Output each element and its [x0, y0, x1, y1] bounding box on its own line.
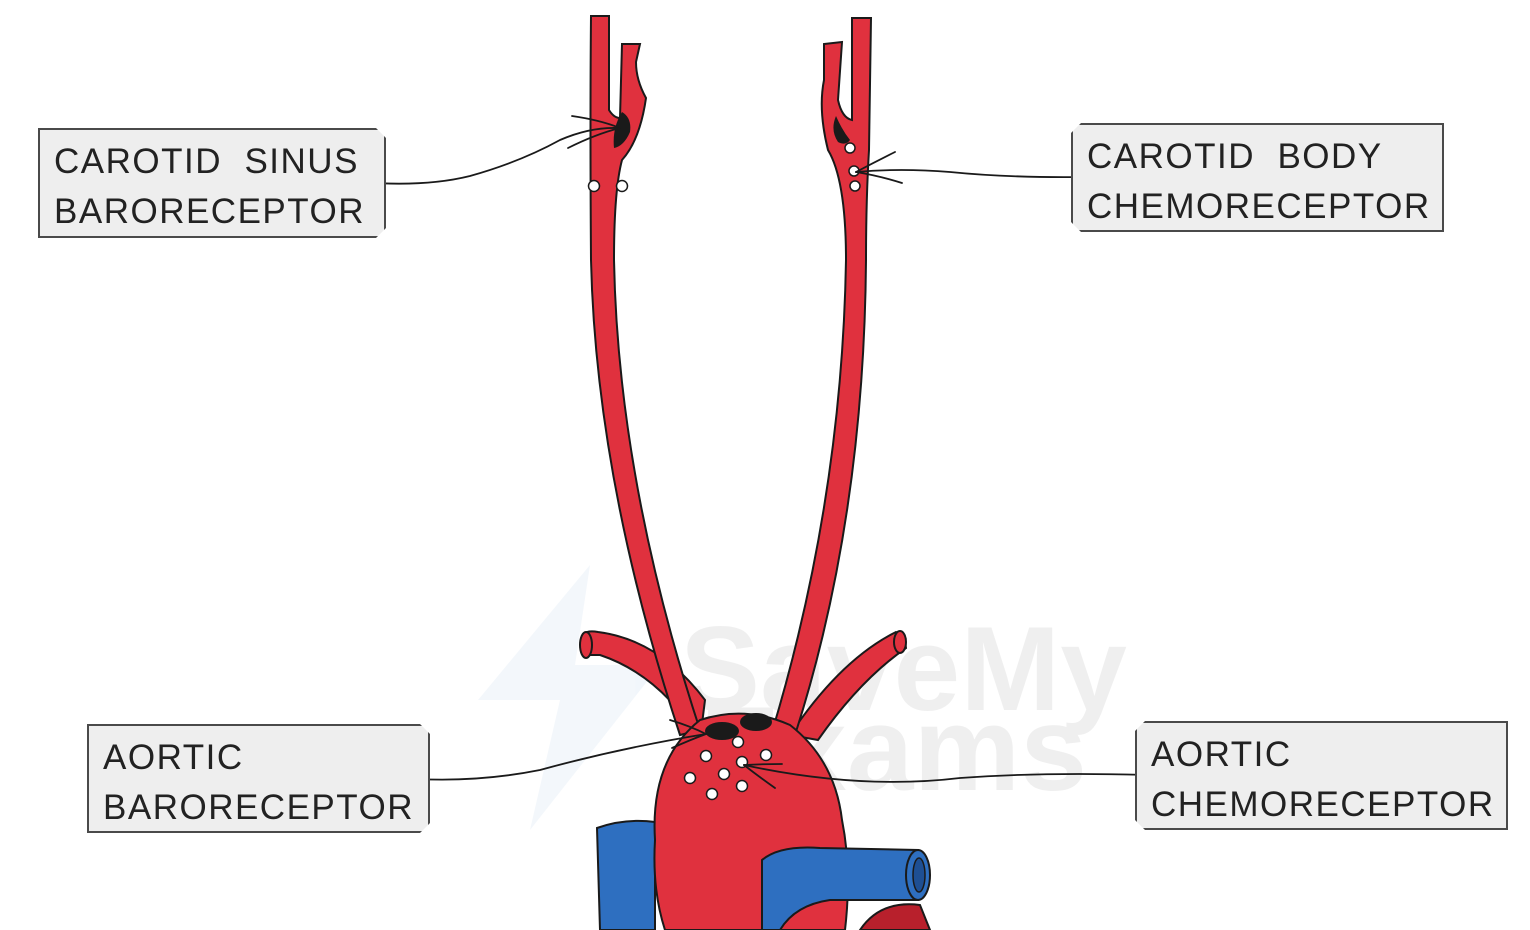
aortic-dot-2 [699, 749, 713, 763]
aortic-dot-4 [717, 767, 731, 781]
aortic-dot-7 [735, 779, 749, 793]
aortic-chemoreceptor-label: AORTIC CHEMORECEPTOR [1135, 721, 1508, 830]
aortic-chemoreceptor-label-line2: CHEMORECEPTOR [1151, 785, 1495, 824]
pulmonary-vein-lumen [912, 857, 926, 893]
aortic-dot-6 [683, 771, 697, 785]
chemoreceptors [587, 142, 861, 801]
aortic-baroreceptor-right [740, 713, 772, 731]
carotid-sinus-nerve-1 [571, 115, 621, 129]
superior-vena-cava [595, 819, 656, 930]
carotid-body-nerve-1 [855, 151, 896, 173]
aortic-baroreceptor-left [705, 722, 739, 740]
carotid-sinus-label: CAROTID SINUS BARORECEPTOR [38, 128, 386, 238]
carotid-sinus-label-line2: BARORECEPTOR [54, 192, 366, 231]
aortic-baro-nerve-1 [669, 719, 707, 735]
carotid-sinus-baroreceptor [613, 112, 631, 148]
carotid-dot-left-1 [587, 179, 601, 193]
lightning-logo [478, 565, 660, 830]
carotid-body-dot-1 [844, 142, 856, 154]
carotid-body-dot-3 [849, 180, 861, 192]
carotid-sinus-leader [373, 127, 619, 185]
aortic-dot-8 [705, 787, 719, 801]
carotid-sinus-label-line1: CAROTID SINUS [54, 142, 359, 181]
aortic-baro-nerve-2 [671, 733, 707, 749]
right-common-carotid-artery [589, 15, 702, 737]
carotid-dot-left-2 [615, 179, 629, 193]
aortic-chemo-leader [743, 764, 1149, 783]
carotid-sinus-baroreceptor-right [833, 116, 850, 144]
veins-back [595, 819, 932, 930]
aortic-baroreceptor-label-line1: AORTIC [103, 738, 244, 777]
aortic-baroreceptor-label: AORTIC BARORECEPTOR [87, 724, 430, 833]
aortic-chemo-nerve-1 [743, 763, 783, 766]
aortic-dot-1 [731, 735, 745, 749]
left-common-carotid-artery [770, 17, 873, 737]
right-subclavian-opening [579, 631, 593, 659]
aortic-baroreceptor-label-line2: BARORECEPTOR [103, 788, 415, 827]
carotid-body-label-line2: CHEMORECEPTOR [1087, 187, 1431, 226]
left-subclavian-opening [893, 630, 907, 654]
aortic-chemo-nerve-2 [743, 764, 776, 789]
carotid-body-label: CAROTID BODY CHEMORECEPTOR [1071, 123, 1444, 232]
carotid-body-label-line1: CAROTID BODY [1087, 137, 1383, 176]
carotid-body-nerve-2 [855, 171, 903, 184]
carotid-sinus-nerve-2 [567, 127, 621, 149]
baroreceptors [613, 112, 850, 740]
aortic-chemoreceptor-label-line1: AORTIC [1151, 735, 1292, 774]
pulmonary-vessel [761, 846, 931, 930]
aortic-baro-leader [416, 733, 707, 781]
carotid-body-leader [855, 169, 1086, 179]
pulmonary-vein [761, 846, 919, 930]
pulmonary-trunk-shadow [858, 903, 932, 930]
aortic-dot-3 [759, 748, 773, 762]
